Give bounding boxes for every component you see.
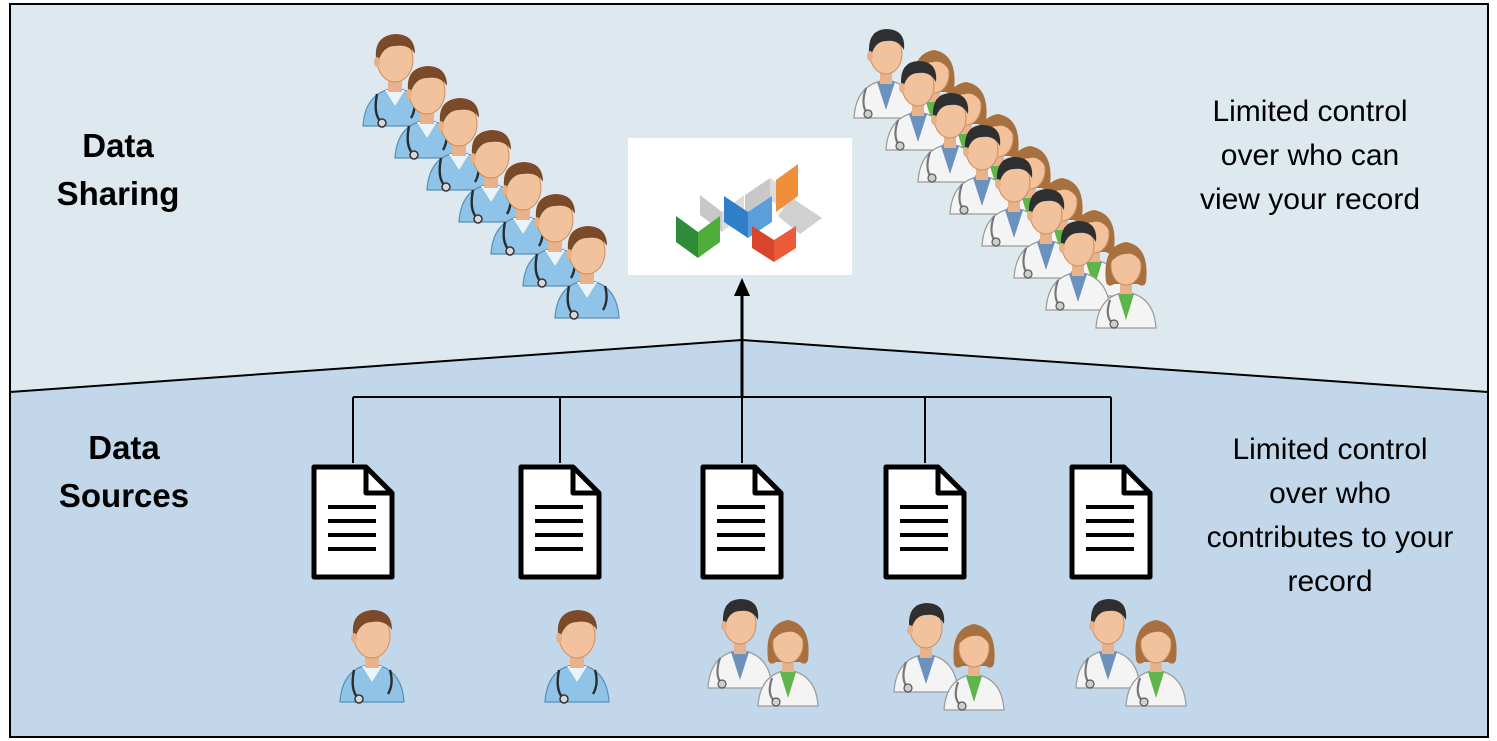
document-icon	[314, 467, 392, 577]
document-icon	[703, 467, 781, 577]
source-connector-tree	[352, 396, 1112, 463]
document-icon	[886, 467, 964, 577]
sources-section-title: Data Sources	[58, 429, 190, 514]
document-icon	[521, 467, 599, 577]
sharing-section-title: Data Sharing	[56, 127, 180, 212]
document-icon	[1072, 467, 1150, 577]
hub-logo	[628, 138, 852, 275]
upload-arrow-head	[734, 278, 750, 296]
diagram-border	[9, 3, 1489, 738]
sources-description: Limited control over who contributes to …	[1206, 433, 1454, 598]
sharing-description: Limited control over who can view your r…	[1199, 95, 1421, 216]
